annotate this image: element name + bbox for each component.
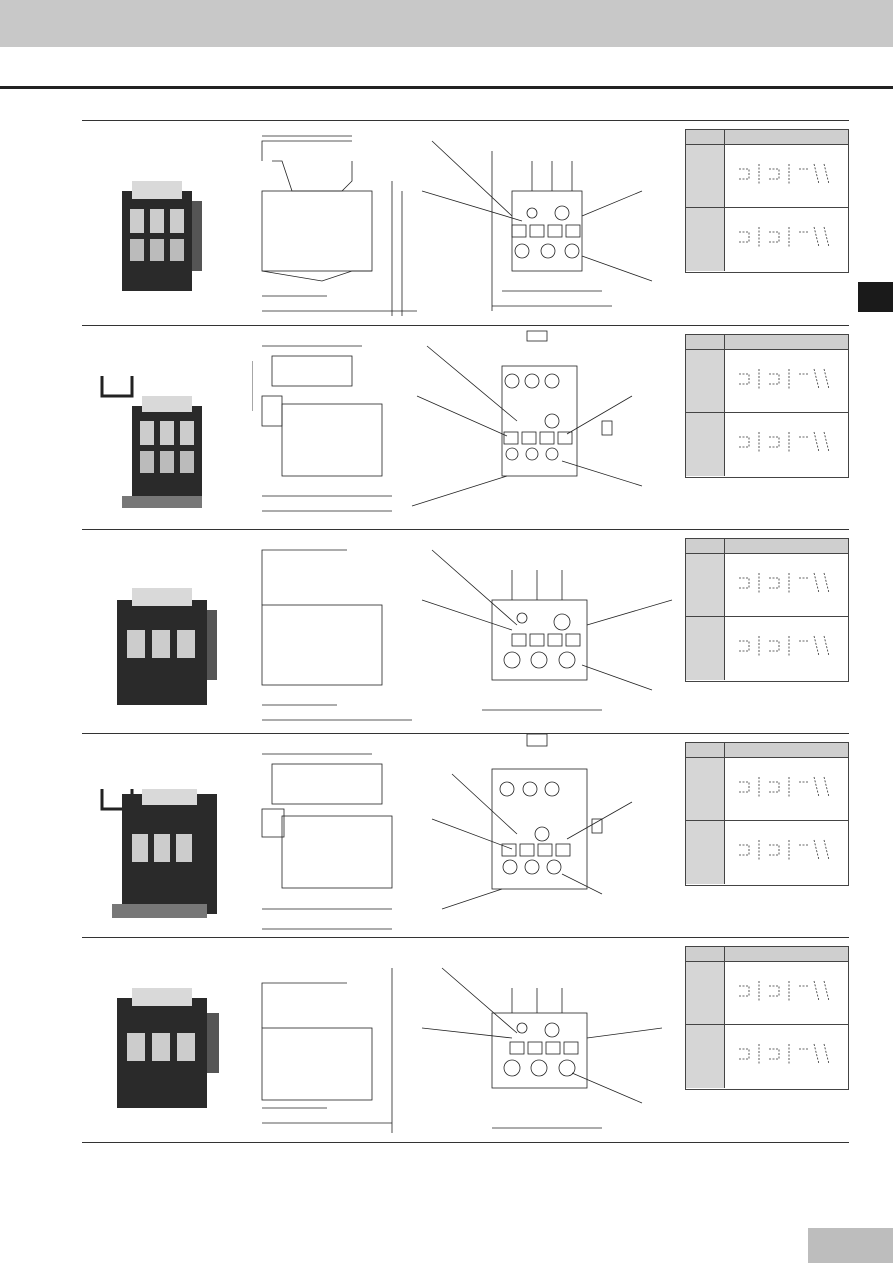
diagram-header (686, 130, 848, 145)
product-section-1 (82, 120, 849, 325)
circuit-symbol-icon (739, 776, 830, 798)
circuit-diagram-table (685, 129, 849, 273)
circuit-symbol-icon (739, 635, 830, 657)
front-dimension-drawing (402, 530, 682, 734)
product-section-3 (82, 529, 849, 734)
side-dimension-drawing (252, 326, 432, 530)
section-index-tab[interactable] (858, 282, 893, 312)
circuit-symbol-icon (739, 226, 830, 248)
circuit-symbol-icon (739, 1043, 830, 1065)
side-dimension-drawing (252, 938, 432, 1142)
product-section-5 (82, 937, 849, 1143)
product-section-2 (82, 325, 849, 530)
front-dimension-drawing (402, 734, 682, 938)
side-dimension-drawing (252, 734, 432, 938)
header-rule (0, 86, 893, 89)
circuit-symbol-icon (739, 572, 830, 594)
relay-photo-icon (92, 326, 242, 530)
side-dimension-drawing (252, 121, 432, 325)
side-dimension-drawing (252, 530, 432, 734)
bracket-photo-icon (100, 376, 134, 398)
circuit-symbol-icon (739, 368, 830, 390)
circuit-diagram-table (685, 538, 849, 682)
front-dimension-drawing (402, 938, 682, 1142)
circuit-diagram-table (685, 946, 849, 1090)
header-band (0, 0, 893, 47)
circuit-diagram-table (685, 742, 849, 886)
diagram-row (686, 145, 848, 208)
relay-photo-icon (92, 938, 242, 1142)
page-number-tab (808, 1228, 893, 1263)
relay-photo-icon (92, 734, 242, 938)
front-dimension-drawing (402, 326, 682, 530)
circuit-symbol-icon (739, 163, 830, 185)
circuit-symbol-icon (739, 839, 830, 861)
front-dimension-drawing (402, 121, 682, 325)
circuit-diagram-table (685, 334, 849, 478)
product-section-4 (82, 733, 849, 938)
relay-photo-icon (92, 121, 242, 325)
circuit-symbol-icon (739, 431, 830, 453)
relay-photo-icon (92, 530, 242, 734)
circuit-symbol-icon (739, 980, 830, 1002)
diagram-row (686, 207, 848, 271)
